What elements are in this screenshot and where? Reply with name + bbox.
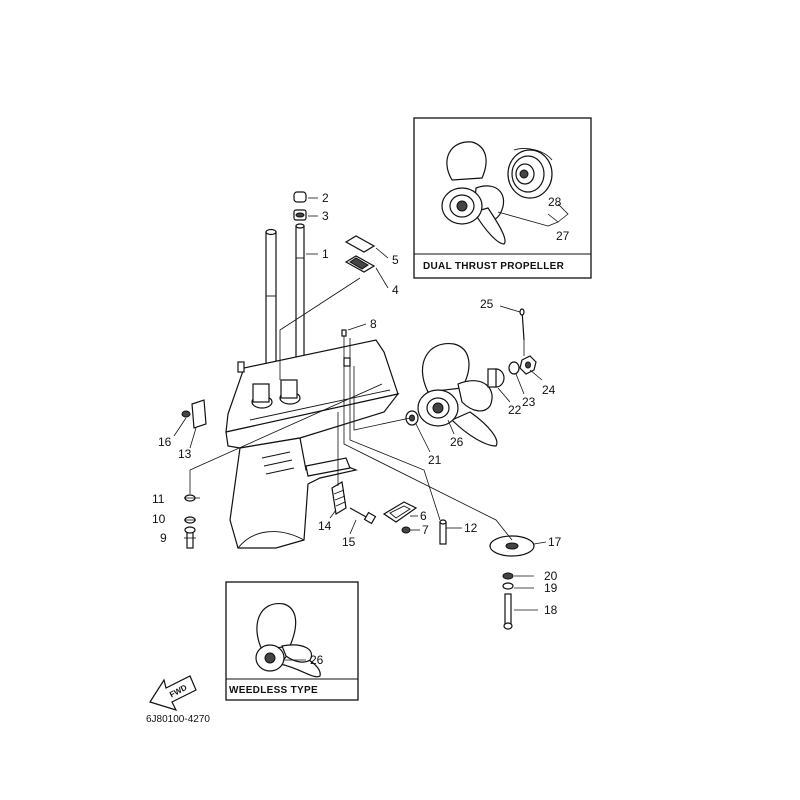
callout-20: 20 <box>544 569 558 583</box>
bolt-18 <box>503 593 513 630</box>
callout-leaders <box>173 197 547 661</box>
callout-labels: 2 3 1 5 4 8 16 13 11 10 9 12 14 15 6 7 1… <box>152 191 570 667</box>
diagram-code: 6J80100-4270 <box>146 714 210 725</box>
callout-6: 6 <box>420 509 427 523</box>
callout-26-main: 26 <box>450 435 464 449</box>
callout-8: 8 <box>370 317 377 331</box>
callout-13: 13 <box>178 447 192 461</box>
callout-22: 22 <box>508 403 522 417</box>
callout-15: 15 <box>342 535 356 549</box>
bolt-7 <box>401 526 411 534</box>
thrust-washer-21 <box>405 410 419 426</box>
water-inlet-cover <box>331 481 347 515</box>
callout-4: 4 <box>392 283 399 297</box>
callout-19: 19 <box>544 581 558 595</box>
callout-28: 28 <box>548 195 562 209</box>
dual-thrust-propeller-title: DUAL THRUST PROPELLER <box>423 261 565 272</box>
anodes <box>344 235 376 273</box>
dual-thrust-propeller-inset: DUAL THRUST PROPELLER <box>413 117 592 279</box>
cotter-pin-25 <box>519 308 525 341</box>
thrust-hub-kit <box>507 148 553 199</box>
shift-rod-cap <box>293 191 307 221</box>
callout-25: 25 <box>480 297 494 311</box>
callout-26-weedless: 26 <box>310 653 324 667</box>
weedless-type-inset: WEEDLESS TYPE <box>225 581 359 701</box>
callout-12: 12 <box>464 521 478 535</box>
callout-1: 1 <box>322 247 329 261</box>
weedless-type-title: WEEDLESS TYPE <box>229 685 318 696</box>
dual-thrust-propeller <box>441 141 506 245</box>
screw-15 <box>349 507 377 525</box>
callout-3: 3 <box>322 209 329 223</box>
callout-7: 7 <box>422 523 429 537</box>
callout-27: 27 <box>556 229 570 243</box>
callout-23: 23 <box>522 395 536 409</box>
nut-24 <box>519 355 537 375</box>
bolt-9-washer-10-nut-11 <box>184 494 196 549</box>
callout-2: 2 <box>322 191 329 205</box>
plate-6 <box>382 501 418 523</box>
washer-23 <box>508 361 520 375</box>
callout-21: 21 <box>428 453 442 467</box>
callout-24: 24 <box>542 383 556 397</box>
pin-8 <box>341 329 347 337</box>
assembly-lines <box>189 277 525 541</box>
callout-17: 17 <box>548 535 562 549</box>
callout-14: 14 <box>318 519 332 533</box>
weedless-propeller <box>255 603 321 678</box>
callout-18: 18 <box>544 603 558 617</box>
callout-16: 16 <box>158 435 172 449</box>
callout-5: 5 <box>392 253 399 267</box>
trim-tab <box>181 399 207 429</box>
callout-11: 11 <box>152 492 165 506</box>
washer-19 <box>502 582 514 590</box>
propeller-main <box>417 343 498 447</box>
spacer-22 <box>487 368 505 388</box>
bolt-12 <box>439 519 447 545</box>
anode-plate-17 <box>489 535 535 557</box>
callout-10: 10 <box>152 512 166 526</box>
nut-20 <box>502 572 514 580</box>
fwd-arrow: FWD <box>149 675 197 711</box>
callout-9: 9 <box>160 531 167 545</box>
